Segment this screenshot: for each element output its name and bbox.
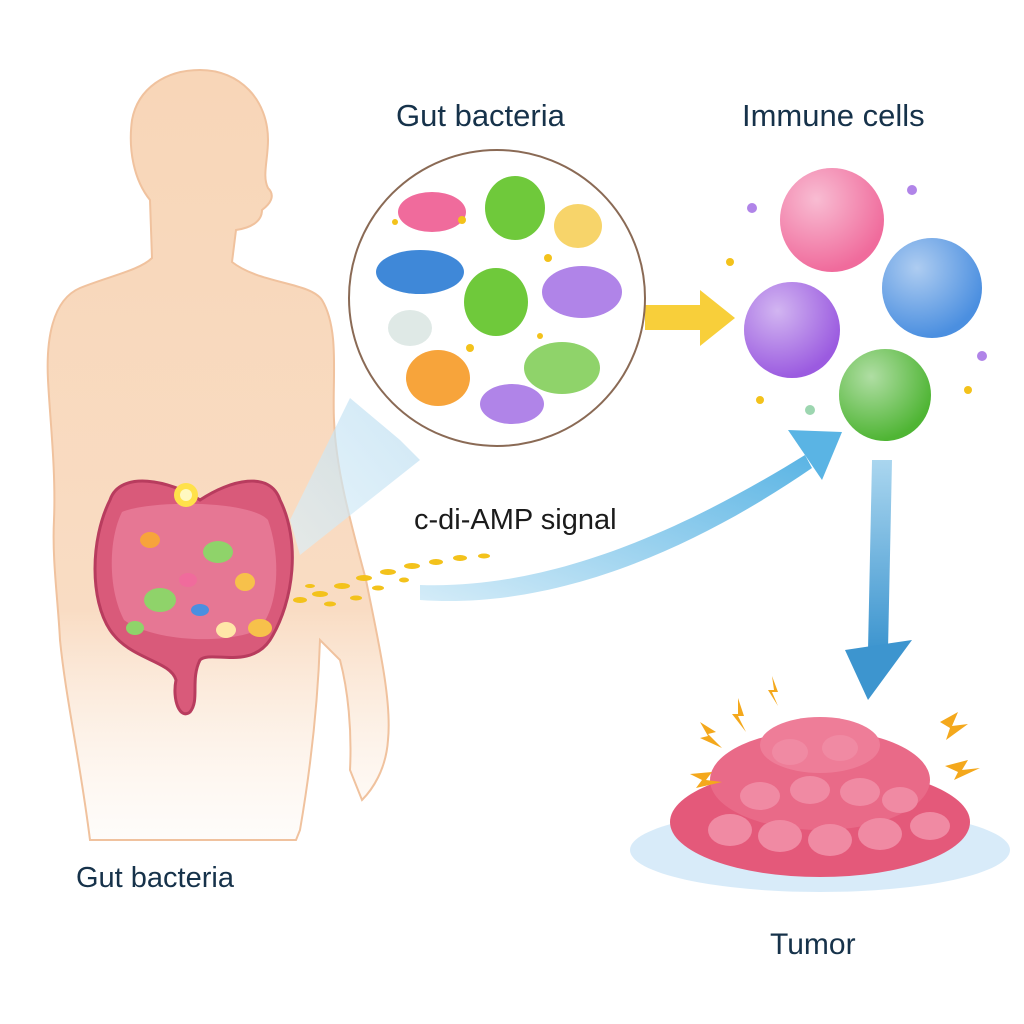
signal-label: c-di-AMP signal <box>414 504 617 536</box>
tumor-mass <box>630 676 1010 892</box>
immune-cells-label: Immune cells <box>742 98 925 133</box>
spark-icon <box>690 676 980 788</box>
bacteria-to-immune-arrow <box>645 290 735 346</box>
immune-to-tumor-arrow <box>845 460 912 700</box>
immune-cell <box>780 168 884 272</box>
immune-cells <box>726 168 987 441</box>
immune-cell <box>744 282 840 378</box>
immune-cell <box>882 238 982 338</box>
signal-dots <box>293 553 490 607</box>
intestine <box>93 479 294 716</box>
immune-cell <box>839 349 931 441</box>
zoom-beam <box>290 398 420 555</box>
bacteria-zoom-label: Gut bacteria <box>396 98 565 133</box>
tumor-label: Tumor <box>770 928 856 961</box>
bacteria-cluster <box>348 149 646 447</box>
signal-arrow <box>420 430 842 602</box>
gut-bacteria-label: Gut bacteria <box>76 862 234 894</box>
